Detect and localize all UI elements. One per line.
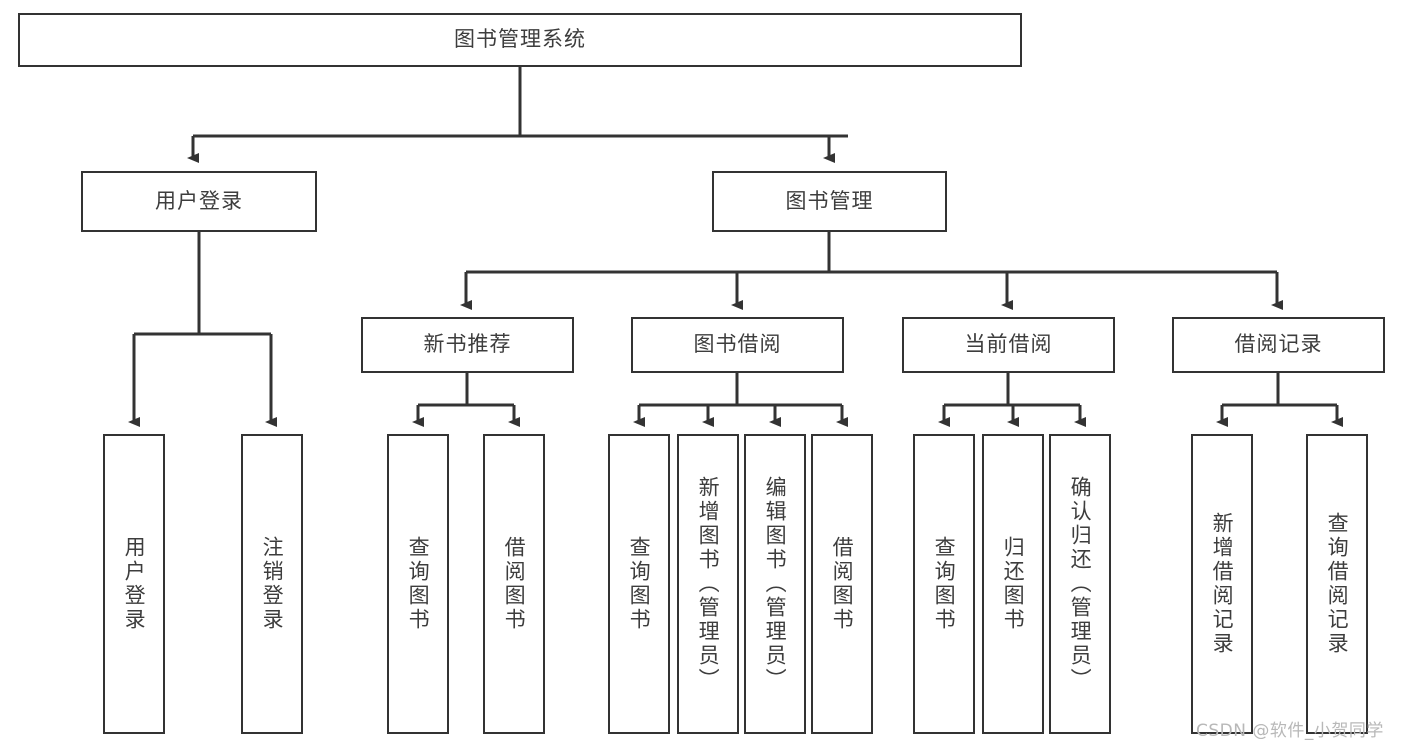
leaf-user-login-label: 用户登录 [122,536,147,632]
leaf-borrow-book-label: 借阅图书 [830,536,855,632]
leaf-confirm-return[interactable]: 确认归还（管理员） [1049,434,1111,734]
node-user-login-label: 用户登录 [155,188,243,213]
node-book-management-label: 图书管理 [785,188,874,213]
node-borrow-record[interactable]: 借阅记录 [1172,317,1385,373]
node-user-login[interactable]: 用户登录 [81,171,317,232]
leaf-query-book-recommend-label: 查询图书 [406,536,431,632]
leaf-query-book-borrow-label: 查询图书 [627,536,652,632]
leaf-borrow-book-recommend[interactable]: 借阅图书 [483,434,545,734]
node-new-book-recommend[interactable]: 新书推荐 [361,317,574,373]
node-book-borrow-label: 图书借阅 [693,332,782,357]
leaf-edit-book[interactable]: 编辑图书（管理员） [744,434,806,734]
node-book-borrow[interactable]: 图书借阅 [631,317,844,373]
leaf-query-borrow-record[interactable]: 查询借阅记录 [1306,434,1368,734]
leaf-borrow-book[interactable]: 借阅图书 [811,434,873,734]
node-current-borrow[interactable]: 当前借阅 [902,317,1115,373]
leaf-return-book[interactable]: 归还图书 [982,434,1044,734]
leaf-query-borrow-record-label: 查询借阅记录 [1325,512,1350,656]
leaf-logout-label: 注销登录 [260,536,285,632]
leaf-logout[interactable]: 注销登录 [241,434,303,734]
leaf-return-book-label: 归还图书 [1001,536,1026,632]
leaf-user-login[interactable]: 用户登录 [103,434,165,734]
leaf-query-book-borrow[interactable]: 查询图书 [608,434,670,734]
node-root-label: 图书管理系统 [454,27,586,52]
leaf-add-book-label: 新增图书（管理员） [696,476,721,692]
leaf-query-book-recommend[interactable]: 查询图书 [387,434,449,734]
leaf-add-borrow-record-label: 新增借阅记录 [1210,512,1235,656]
leaf-add-book[interactable]: 新增图书（管理员） [677,434,739,734]
node-new-book-recommend-label: 新书推荐 [423,332,512,357]
csdn-watermark: CSDN @软件_小贺同学 [1196,721,1384,741]
leaf-query-book-current-label: 查询图书 [932,536,957,632]
node-current-borrow-label: 当前借阅 [964,332,1053,357]
leaf-confirm-return-label: 确认归还（管理员） [1068,476,1093,692]
leaf-borrow-book-recommend-label: 借阅图书 [502,536,527,632]
node-borrow-record-label: 借阅记录 [1234,332,1323,357]
node-root[interactable]: 图书管理系统 [18,13,1022,67]
leaf-edit-book-label: 编辑图书（管理员） [763,476,788,692]
node-book-management[interactable]: 图书管理 [712,171,947,232]
leaf-add-borrow-record[interactable]: 新增借阅记录 [1191,434,1253,734]
leaf-query-book-current[interactable]: 查询图书 [913,434,975,734]
